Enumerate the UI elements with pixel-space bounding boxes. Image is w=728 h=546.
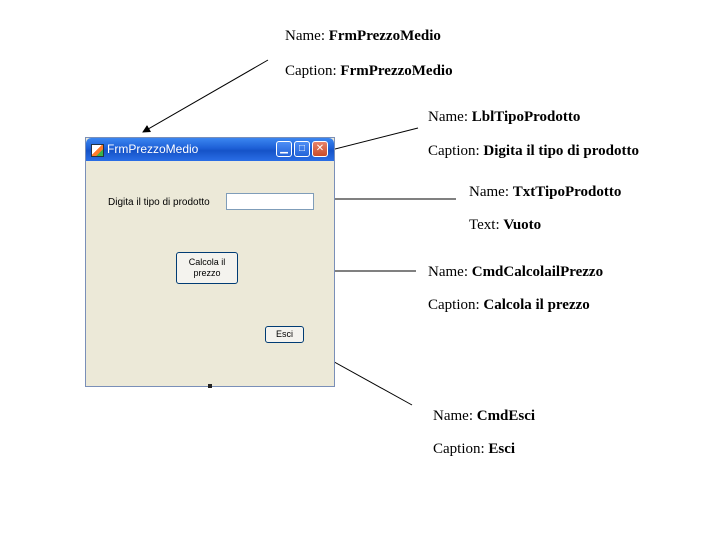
label-name-note: Name: LblTipoProdotto	[428, 109, 581, 125]
calculate-price-button[interactable]: Calcola il prezzo	[176, 252, 238, 284]
calc-name-note: Name: CmdCalcolailPrezzo	[428, 264, 604, 280]
label-caption-note: Caption: Digita il tipo di prodotto	[428, 143, 639, 159]
title-bar: FrmPrezzoMedio ▁ □ ✕	[86, 138, 334, 161]
exit-button[interactable]: Esci	[265, 326, 304, 343]
esci-name-note: Name: CmdEsci	[433, 408, 536, 424]
calculate-price-label-line2: prezzo	[193, 268, 221, 278]
window-title: FrmPrezzoMedio	[107, 142, 199, 156]
product-type-label: Digita il tipo di prodotto	[108, 197, 210, 208]
calc-caption-note: Caption: Calcola il prezzo	[428, 297, 590, 313]
app-icon	[91, 144, 104, 157]
resize-handle[interactable]	[208, 384, 212, 388]
textbox-text-note: Text: Vuoto	[469, 217, 542, 233]
form-caption-note: Caption: FrmPrezzoMedio	[285, 63, 453, 79]
calculate-price-label-line1: Calcola il	[188, 257, 226, 267]
arrow-form	[142, 59, 269, 133]
form-name-note: Name: FrmPrezzoMedio	[285, 28, 441, 44]
form-window: FrmPrezzoMedio ▁ □ ✕ Digita il tipo di p…	[85, 137, 335, 388]
close-icon[interactable]: ✕	[312, 141, 328, 157]
maximize-icon[interactable]: □	[294, 141, 310, 157]
textbox-name-note: Name: TxtTipoProdotto	[469, 184, 622, 200]
esci-caption-note: Caption: Esci	[433, 441, 516, 457]
minimize-icon[interactable]: ▁	[276, 141, 292, 157]
product-type-input[interactable]	[226, 193, 314, 210]
